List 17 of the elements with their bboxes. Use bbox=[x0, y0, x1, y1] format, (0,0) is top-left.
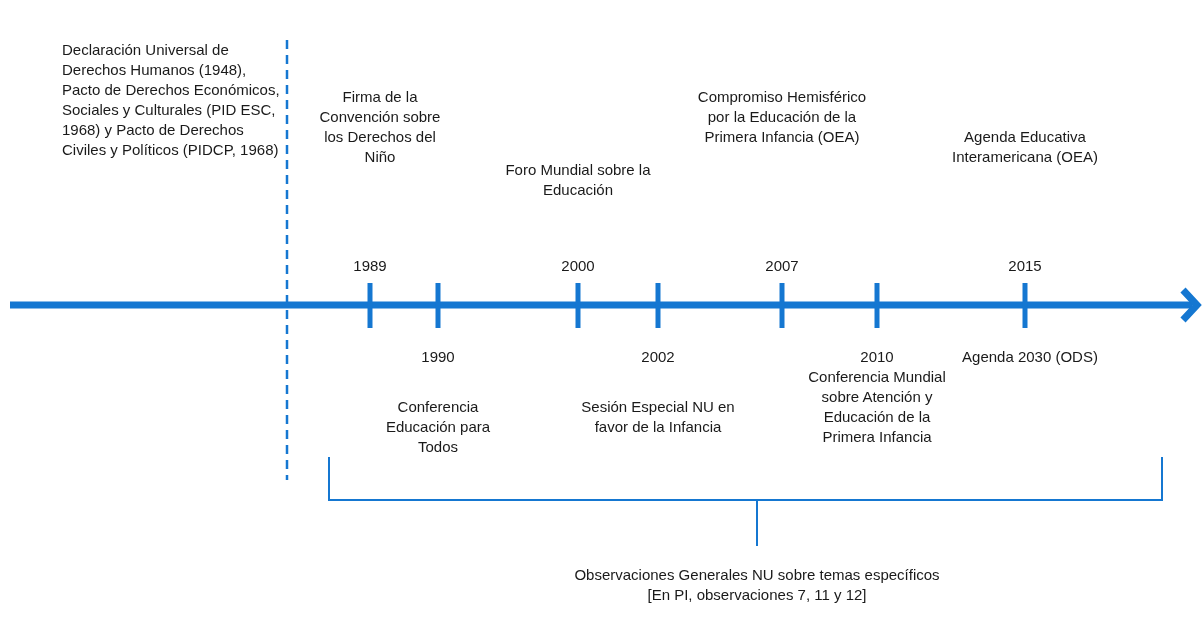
event-text: Foro Mundial sobre la Educación bbox=[504, 160, 652, 200]
year-label: 2002 bbox=[640, 347, 676, 367]
year-label: 2010 bbox=[859, 347, 895, 367]
year-label: 2000 bbox=[560, 256, 596, 276]
year-label: 1990 bbox=[420, 347, 456, 367]
event-text: Conferencia Educación para Todos bbox=[384, 397, 492, 457]
event-text: Agenda 2030 (ODS) bbox=[961, 347, 1099, 367]
year-label: 1989 bbox=[352, 256, 388, 276]
event-text: Sesión Especial NU en favor de la Infancia bbox=[580, 397, 736, 437]
event-text: Declaración Universal de Derechos Humanos (1948), Pacto de Derechos Económicos, Sociales y Culturales (PID ESC, 1968) y Pacto de Derechos Civiles y Políticos (PIDCP, 1968) bbox=[62, 40, 281, 160]
event-text: Firma de la Convención sobre los Derechos del Niño bbox=[318, 87, 442, 167]
event-text: Conferencia Mundial sobre Atención y Educación de la Primera Infancia bbox=[807, 367, 947, 447]
year-label: 2015 bbox=[1007, 256, 1043, 276]
bracket-caption: Observaciones Generales NU sobre temas específicos [En PI, observaciones 7, 11 y 12] bbox=[573, 565, 941, 605]
event-text: Agenda Educativa Interamericana (OEA) bbox=[951, 127, 1099, 167]
event-text: Compromiso Hemisférico por la Educación de la Primera Infancia (OEA) bbox=[696, 87, 868, 147]
year-label: 2007 bbox=[764, 256, 800, 276]
